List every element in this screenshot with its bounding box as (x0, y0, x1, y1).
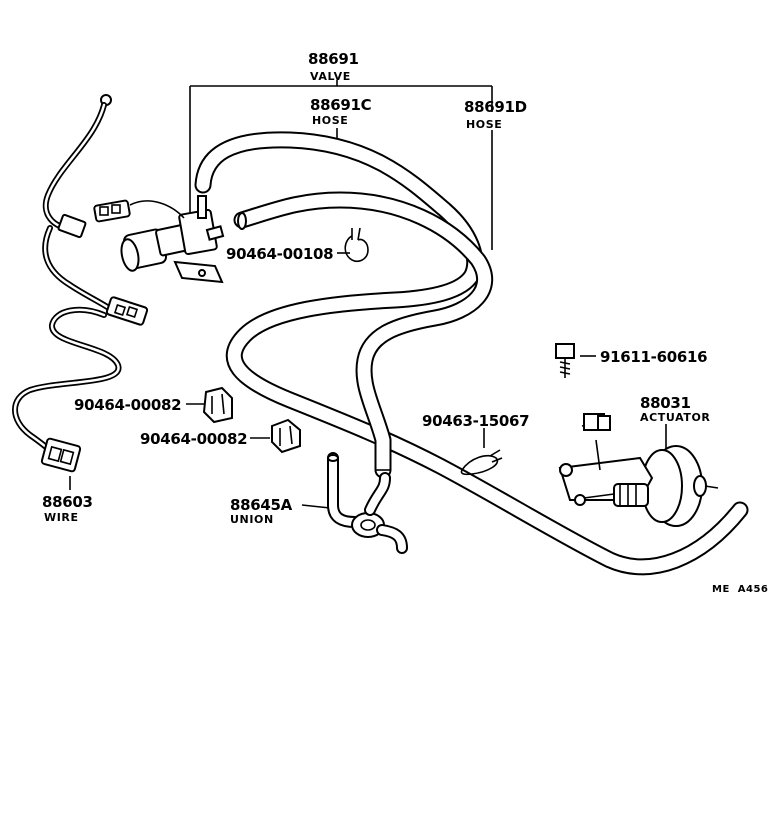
wire-connector-pin (113, 303, 127, 317)
bolt-91611-60616-part (555, 343, 575, 378)
union-nipple-end (327, 454, 339, 462)
valve-solenoid-end (120, 238, 140, 272)
union-leader-line (301, 504, 331, 509)
valve-connector-pin (99, 206, 109, 216)
clamp-b-part-number: 90464-00082 (140, 430, 247, 448)
valve-connector-pin (111, 204, 121, 214)
bolt-head (555, 343, 575, 359)
diagram-code: ME A456 (712, 584, 768, 595)
band-90463-15067-part (460, 449, 503, 476)
wire-part-name: WIRE (44, 511, 79, 524)
wire-harness-part (12, 94, 149, 473)
valve-wire-lead (129, 200, 185, 219)
clamp-b-part (271, 418, 301, 454)
band-part-number: 90463-15067 (422, 412, 529, 430)
hose-88691d (233, 191, 493, 479)
vsv-valve-part (93, 195, 225, 284)
bolt-part-number: 91611-60616 (600, 348, 707, 366)
clamp-a-part (202, 386, 233, 424)
actuator-bracket-hole (559, 463, 573, 477)
union-88645a-part (327, 452, 408, 554)
union-part-number: 88645A (230, 496, 293, 514)
union-part-name: UNION (230, 513, 274, 526)
hose-c-part-number: 88691C (310, 96, 372, 114)
wire-connector-1 (57, 213, 87, 239)
clip-00108-part-number: 90464-00108 (226, 245, 333, 263)
hose-d-part-number: 88691D (464, 98, 527, 116)
actuator-part-number: 88031 (640, 394, 691, 412)
actuator-top-nut (597, 415, 611, 431)
hose-d-part-name: HOSE (466, 118, 502, 131)
wire-part-number: 88603 (42, 493, 93, 511)
valve-bracket-hole (198, 269, 206, 277)
valve-part-number: 88691 (308, 50, 359, 68)
valve-port-nipple (197, 195, 207, 219)
actuator-rod-boot (613, 483, 649, 507)
wire-end-connector (40, 437, 82, 473)
actuator-part-name: ACTUATOR (640, 411, 710, 424)
union-bore (360, 519, 376, 531)
actuator-88031-part (558, 413, 719, 527)
hose-88691c (194, 131, 749, 576)
actuator-vacuum-port (693, 475, 707, 497)
valve-part-name: VALVE (310, 70, 351, 83)
wire-end-pin (59, 448, 75, 466)
actuator-link-pivot (574, 494, 586, 506)
labels: 88691 VALVE 88691C HOSE 88691D HOSE 9046… (42, 50, 768, 595)
wire-end-pin (47, 445, 63, 463)
clip-90464-00108-part (344, 227, 369, 263)
clamp-a-part-number: 90464-00082 (74, 396, 181, 414)
wire-connector-2 (105, 296, 149, 326)
valve-side-port (205, 225, 225, 241)
wire-connector-pin (125, 305, 139, 319)
hose-end-cap (237, 212, 247, 230)
hose-c-part-name: HOSE (312, 114, 348, 127)
